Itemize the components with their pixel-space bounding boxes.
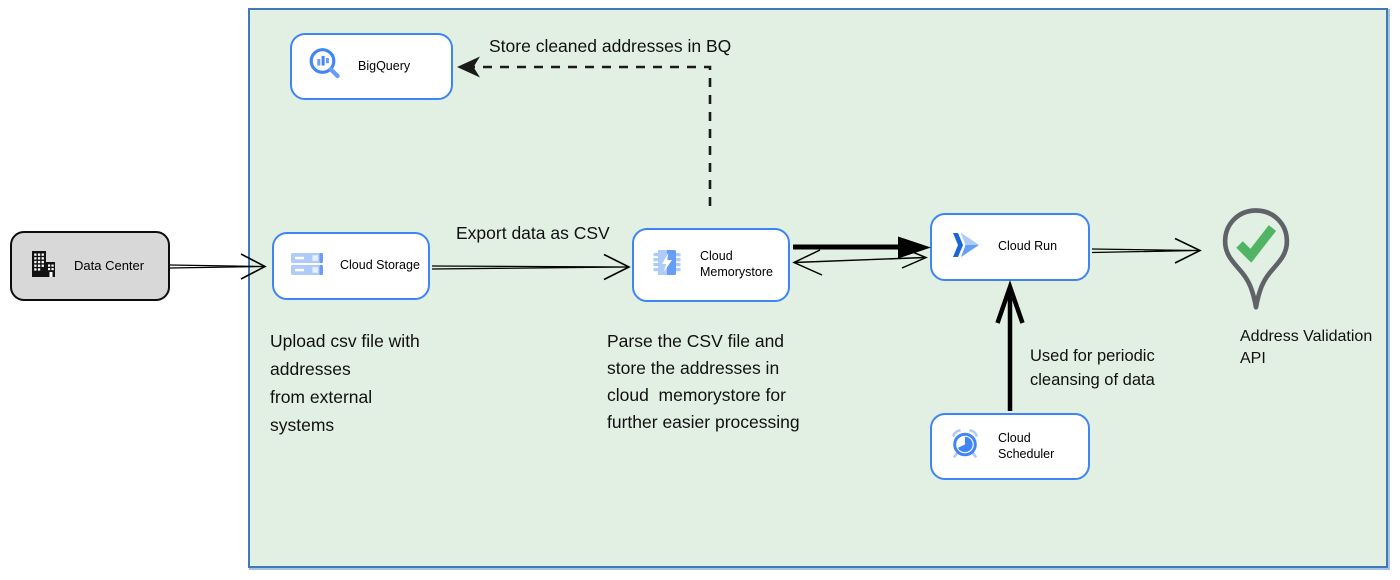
cloud-run-icon [947,229,983,266]
node-label: Data Center [74,257,145,273]
annotation-export-csv: Export data as CSV [456,223,610,243]
node-label: Cloud Memorystore [700,249,773,279]
node-cloud-scheduler[interactable]: Cloud Scheduler [930,413,1090,480]
data-center-icon [27,248,59,285]
node-label: BigQuery [358,58,411,73]
node-cloud-memorystore[interactable]: Cloud Memorystore [632,228,790,302]
annotation-store-cleaned-bq: Store cleaned addresses in BQ [489,36,732,56]
cloud-memorystore-icon [649,245,685,286]
node-bigquery[interactable]: BigQuery [290,33,453,100]
gcp-boundary-container [248,8,1388,568]
annotation-parse-note: Parse the CSV file and store the address… [607,331,800,432]
map-pin-check-icon [1221,208,1291,324]
node-data-center[interactable]: Data Center [10,231,170,301]
cloud-scheduler-icon [947,426,983,467]
annotation-upload-note: Upload csv file with addresses from exte… [270,331,420,435]
node-label: Cloud Scheduler [998,430,1055,461]
node-address-validation-api[interactable] [1221,206,1291,322]
cloud-storage-icon [289,248,325,285]
annotation-periodic-note: Used for periodic cleansing of data [1030,347,1155,389]
address-validation-api-label: Address Validation API [1240,328,1373,367]
node-label: Cloud Run [998,239,1058,254]
node-cloud-storage[interactable]: Cloud Storage [272,232,430,300]
bigquery-icon [307,46,343,87]
node-label: Cloud Storage [340,258,420,273]
node-cloud-run[interactable]: Cloud Run [930,213,1090,281]
